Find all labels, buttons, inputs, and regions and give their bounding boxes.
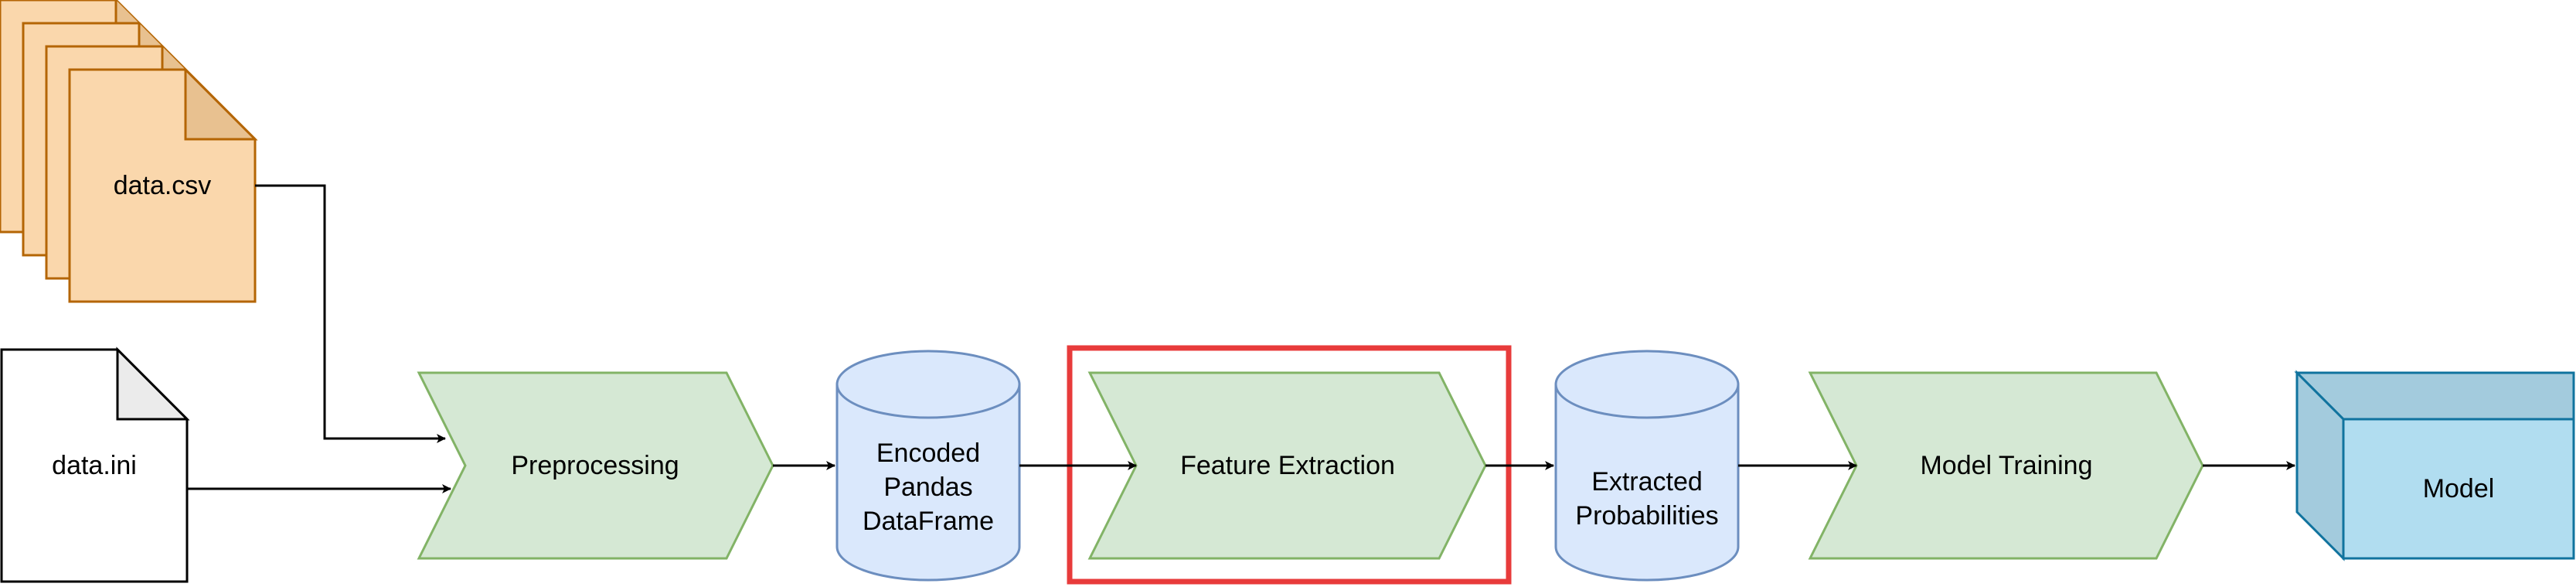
preprocessing-step — [417, 371, 774, 560]
model-cube-top — [2294, 371, 2575, 421]
encoded-dataframe-cylinder-top — [835, 350, 1021, 419]
feature-extraction-label: Feature Extraction — [1180, 450, 1395, 480]
connectors — [187, 184, 2295, 493]
model-label: Model — [2422, 473, 2495, 503]
edge-csv-to-preprocessing — [255, 184, 446, 443]
data-ini-document — [0, 346, 190, 583]
data-csv-file-fold — [184, 67, 258, 141]
encoded-dataframe-label: Encoded Pandas DataFrame — [862, 438, 995, 537]
data-csv-label: data.csv — [113, 170, 212, 200]
extracted-probabilities-cylinder-top — [1554, 350, 1740, 419]
extracted-probabilities-cylinder-body — [1554, 384, 1740, 582]
model-cube — [2294, 370, 2575, 561]
data-ini-document-fold — [116, 346, 190, 421]
encoded-dataframe-cylinder-body — [835, 384, 1021, 582]
model-training-label: Model Training — [1920, 450, 2093, 480]
extracted-probabilities-label: Extracted Probabilities — [1575, 466, 1719, 531]
extracted-probabilities-cylinder — [1554, 350, 1740, 582]
preprocessing-label: Preprocessing — [511, 450, 679, 480]
data-csv-file-stack — [0, 0, 258, 303]
model-cube-front — [2342, 418, 2575, 560]
data-ini-label: data.ini — [52, 450, 137, 480]
encoded-dataframe-cylinder — [835, 350, 1021, 582]
